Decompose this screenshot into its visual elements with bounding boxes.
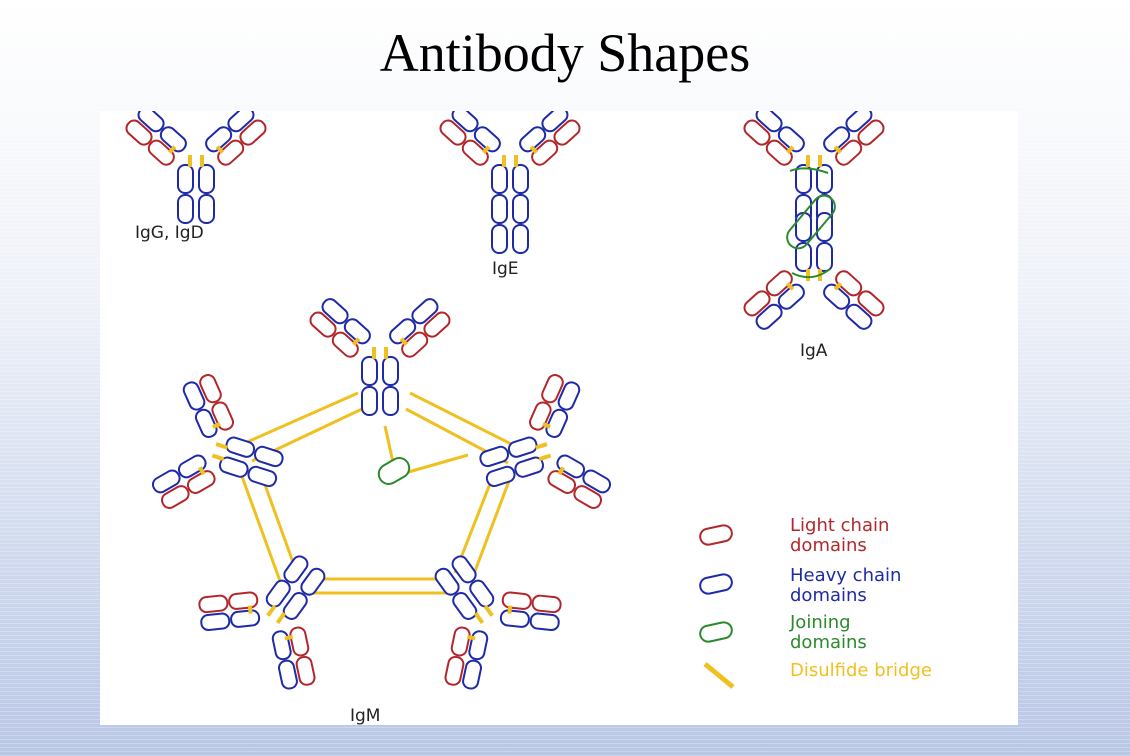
legend-joining: Joining domains <box>699 612 867 653</box>
slide-title: Antibody Shapes <box>379 23 751 83</box>
antibody-diagram: IgG, IgD IgE IgA <box>100 111 1018 725</box>
legend-heavy-line1: Heavy chain <box>790 565 901 586</box>
legend-heavy-line2: domains <box>790 585 867 606</box>
igm-pentamer <box>141 294 622 703</box>
legend-heavy-chain: Heavy chain domains <box>699 565 901 606</box>
igg-igd-label: IgG, IgD <box>135 223 204 243</box>
igm-label: IgM <box>350 706 380 725</box>
legend: Light chain domains Heavy chain domains … <box>699 515 932 689</box>
ige-label: IgE <box>492 259 519 279</box>
light-chain-swatch <box>699 524 733 546</box>
igg-igd-antibody <box>121 111 271 225</box>
legend-disulfide: Disulfide bridge <box>703 660 932 689</box>
heavy-chain-swatch <box>699 573 733 595</box>
legend-joining-line2: domains <box>790 632 867 653</box>
iga-label: IgA <box>800 341 828 361</box>
legend-light-line2: domains <box>790 535 867 556</box>
iga-dimer <box>739 111 889 334</box>
disulfide-swatch <box>703 662 735 689</box>
legend-light-chain: Light chain domains <box>699 515 889 556</box>
legend-disulfide-label: Disulfide bridge <box>790 660 932 681</box>
joining-swatch <box>699 621 733 643</box>
ige-antibody <box>435 111 585 254</box>
legend-light-line1: Light chain <box>790 515 889 536</box>
legend-joining-line1: Joining <box>789 612 851 633</box>
